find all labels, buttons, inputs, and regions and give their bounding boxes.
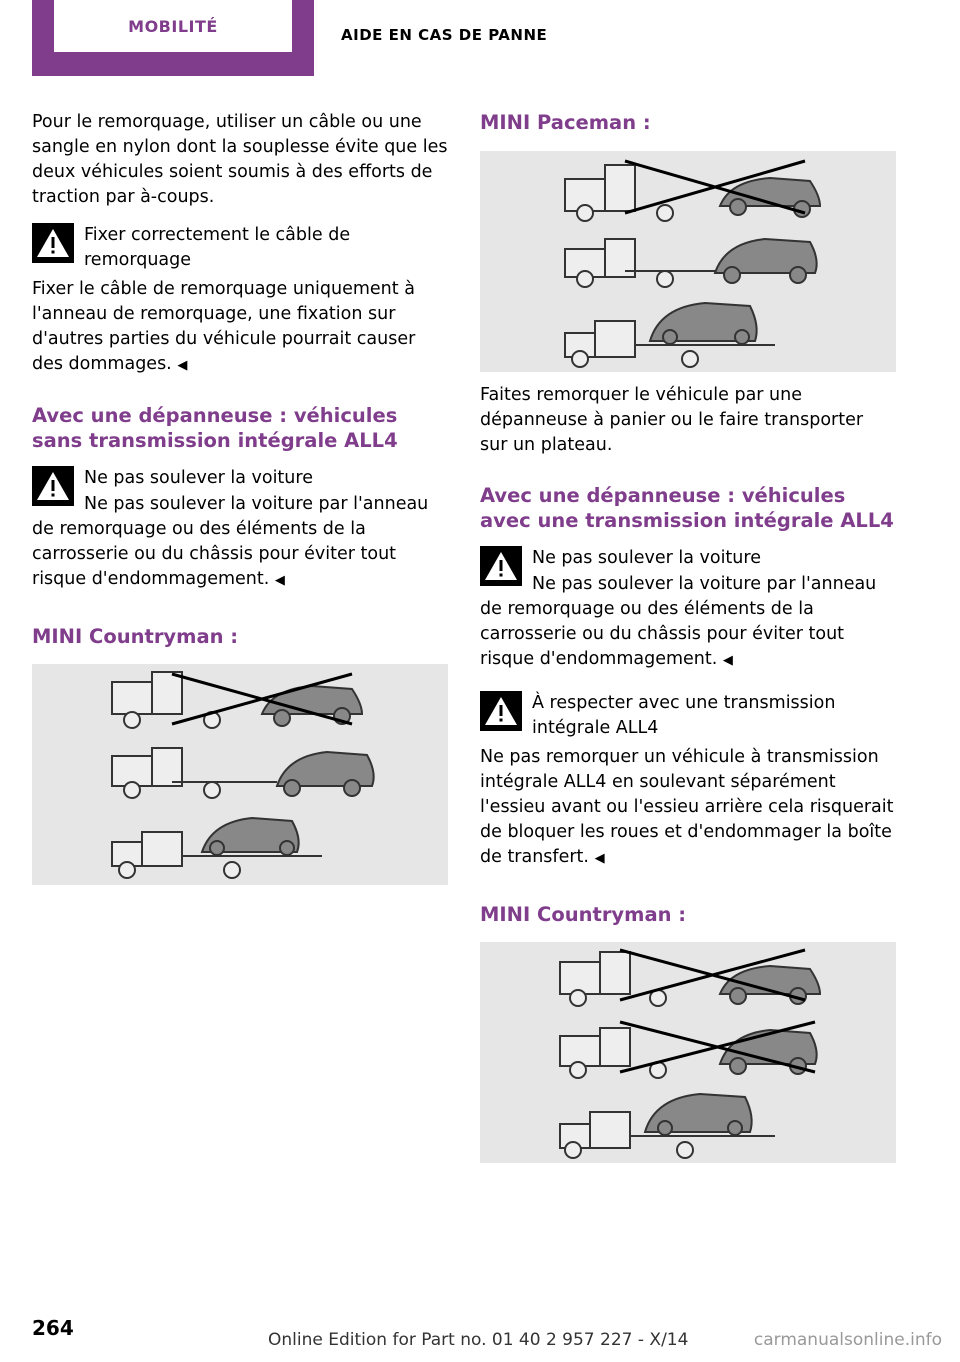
end-mark: ◀	[274, 573, 285, 588]
warning-title: Fixer correctement le câble de remorquag…	[84, 225, 351, 270]
paragraph: Faites remorquer le véhicule par une dép…	[480, 385, 864, 455]
warning-icon	[480, 546, 522, 586]
warning-title: À respecter avec une transmission intégr…	[532, 693, 836, 738]
section-heading: MINI Countryman :	[32, 625, 239, 648]
section-heading: MINI Countryman :	[480, 903, 687, 926]
end-mark: ◀	[177, 358, 188, 373]
towing-illustration-countryman	[32, 664, 448, 885]
section-heading: MINI Paceman :	[480, 111, 651, 134]
towing-illustration-countryman-all4	[480, 942, 896, 1163]
warning-body: Ne pas soulever la voiture par l'anneau …	[480, 574, 877, 669]
section-title: AIDE EN CAS DE PANNE	[341, 26, 548, 44]
warning-block: Ne pas soulever la voiture	[32, 466, 448, 506]
warning-title: Ne pas soulever la voiture	[84, 468, 313, 488]
chapter-tab: MOBILITÉ	[32, 0, 314, 76]
intro-paragraph: Pour le remorquage, utiliser un câble ou…	[32, 112, 448, 207]
end-mark: ◀	[594, 851, 605, 866]
warning-icon	[32, 466, 74, 506]
warning-block: Ne pas soulever la voiture	[480, 546, 896, 586]
warning-body: Ne pas soulever la voiture par l'anneau …	[32, 494, 429, 589]
watermark: carmanualsonline.info	[753, 1330, 942, 1350]
page-number: 264	[32, 1316, 74, 1340]
warning-icon	[32, 223, 74, 263]
section-heading: Avec une dépanneuse : véhicules sans tra…	[32, 404, 398, 452]
towing-illustration-paceman	[480, 151, 896, 372]
section-heading: Avec une dépanneuse : véhicules avec une…	[480, 484, 894, 532]
warning-icon	[480, 691, 522, 731]
warning-title: Ne pas soulever la voiture	[532, 548, 761, 568]
warning-block: À respecter avec une transmission intégr…	[480, 691, 896, 741]
warning-block: Fixer correctement le câble de remorquag…	[32, 223, 448, 273]
warning-body: Ne pas remorquer un véhicule à transmiss…	[480, 747, 894, 867]
warning-body: Fixer le câble de remorquage uniquement …	[32, 279, 416, 374]
chapter-tab-label: MOBILITÉ	[54, 0, 292, 52]
end-mark: ◀	[722, 653, 733, 668]
left-column: Pour le remorquage, utiliser un câble ou…	[32, 110, 448, 885]
footer-edition: Online Edition for Part no. 01 40 2 957 …	[268, 1330, 689, 1350]
right-column: MINI Paceman :	[480, 110, 896, 1163]
